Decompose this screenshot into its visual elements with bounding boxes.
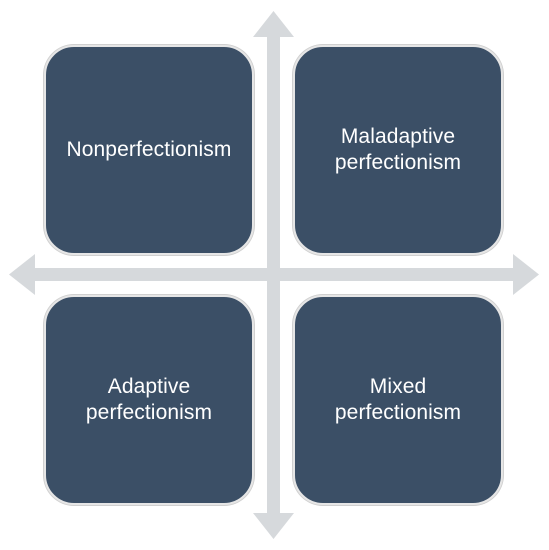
up-arrowhead — [253, 11, 294, 37]
horizontal-axis — [34, 268, 514, 281]
quadrant-label: Nonperfectionism — [66, 138, 232, 162]
quadrant-nonperfectionism: Nonperfectionism — [44, 45, 254, 255]
quadrant-label: Mixed perfectionism — [334, 375, 462, 424]
left-arrowhead — [9, 254, 35, 295]
quadrant-label: Maladaptive perfectionism — [334, 125, 462, 174]
right-arrowhead — [513, 254, 539, 295]
quadrant-label: Adaptive perfectionism — [85, 375, 213, 424]
down-arrowhead — [253, 513, 294, 539]
quadrant-mixed-perfectionism: Mixed perfectionism — [293, 295, 503, 505]
quadrant-adaptive-perfectionism: Adaptive perfectionism — [44, 295, 254, 505]
quadrant-maladaptive-perfectionism: Maladaptive perfectionism — [293, 45, 503, 255]
